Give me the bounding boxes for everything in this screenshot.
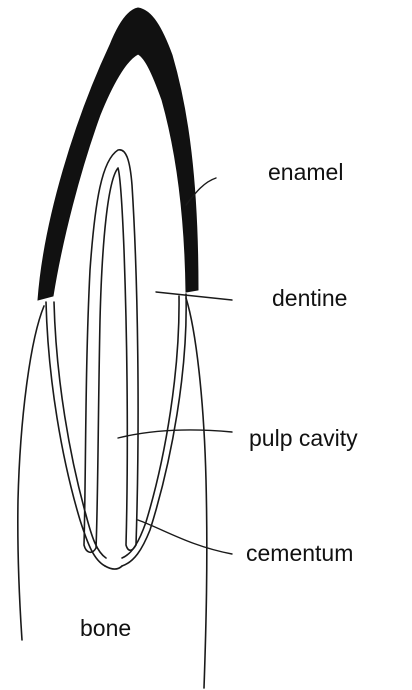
pulp-cavity-outline <box>84 150 138 552</box>
cementum-right <box>122 296 179 558</box>
cementum-leader-line <box>138 520 232 554</box>
pulp-cavity-leader-line <box>118 430 232 438</box>
enamel-label: enamel <box>268 159 343 185</box>
dentine-label: dentine <box>272 285 347 311</box>
bone-right-outline <box>186 298 207 688</box>
bone-left-outline <box>18 306 44 640</box>
bone-label: bone <box>80 615 131 641</box>
root-apex <box>105 566 122 569</box>
cementum-label: cementum <box>246 540 353 566</box>
pulp-cavity-label: pulp cavity <box>249 425 358 451</box>
enamel-layer <box>38 8 198 300</box>
dentine-leader-line <box>156 292 232 300</box>
